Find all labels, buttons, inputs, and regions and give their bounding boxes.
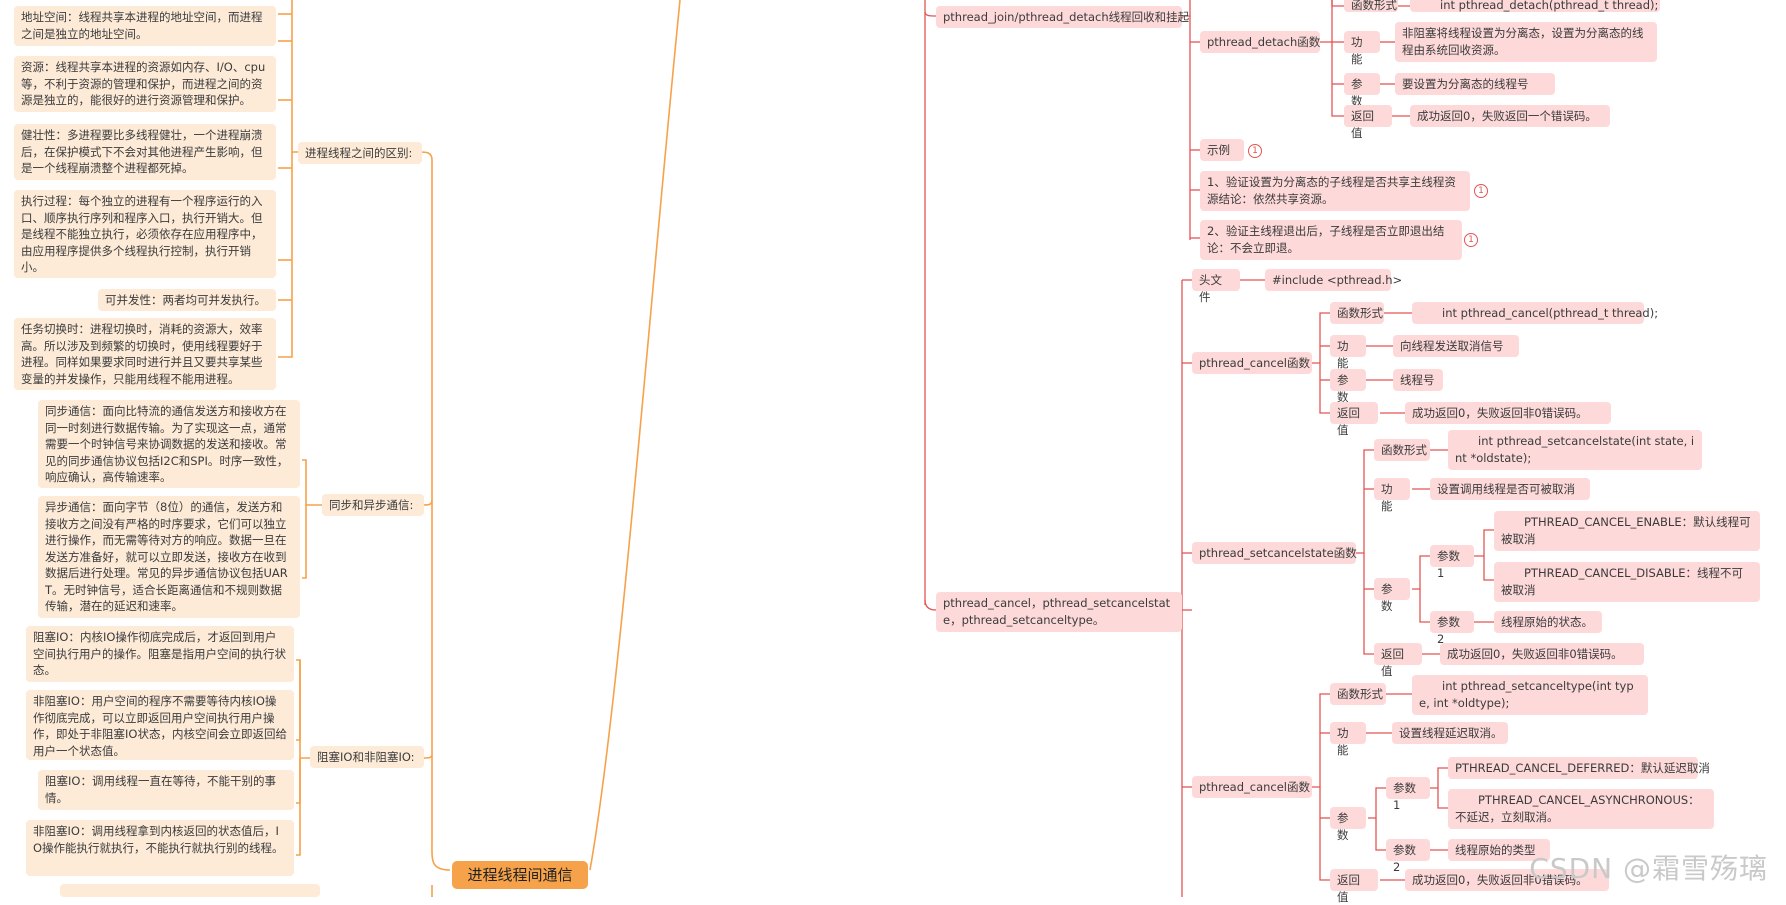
- sync-item-sync[interactable]: 同步通信：面向比特流的通信发送方和接收方在同一时刻进行数据传输。为了实现这一点，…: [38, 400, 300, 488]
- detach-form-key[interactable]: 函数形式: [1344, 0, 1398, 12]
- detach-form-val[interactable]: int pthread_detach(pthread_t thread);: [1410, 0, 1660, 12]
- cancel-branch-label[interactable]: pthread_cancel，pthread_setcancelstate，pt…: [936, 592, 1182, 632]
- cancel-func-key[interactable]: 功能: [1330, 335, 1366, 370]
- cancel-ret-key[interactable]: 返回值: [1330, 402, 1378, 437]
- cancel-param-key[interactable]: 参数: [1330, 369, 1366, 404]
- setstate-p1-b[interactable]: PTHREAD_CANCEL_DISABLE：线程不可被取消: [1494, 562, 1760, 602]
- cancel-func-val[interactable]: 向线程发送取消信号: [1393, 335, 1519, 357]
- diff-item-switch[interactable]: 任务切换时：进程切换时，消耗的资源大，效率高。所以涉及到频繁的切换时，使用线程要…: [14, 318, 276, 390]
- setstate-func-val[interactable]: 设置调用线程是否可被取消: [1430, 478, 1590, 500]
- setstate-p2-val[interactable]: 线程原始的状态。: [1494, 611, 1602, 633]
- cancel-param-val[interactable]: 线程号: [1393, 369, 1443, 391]
- diff-item-concurrency[interactable]: 可并发性：两者均可并发执行。: [98, 289, 276, 311]
- setstate-func-node[interactable]: pthread_setcancelstate函数: [1192, 542, 1357, 564]
- example-2-badge-icon[interactable]: 1: [1464, 233, 1478, 247]
- diff-item-address[interactable]: 地址空间：线程共享本进程的地址空间，而进程之间是独立的地址空间。: [14, 6, 276, 46]
- csdn-watermark: CSDN @霜雪殇璃: [1529, 852, 1768, 885]
- example-1-node[interactable]: 1、验证设置为分离态的子线程是否共享主线程资源结论：依然共享资源。: [1200, 171, 1470, 211]
- join-branch-label[interactable]: pthread_join/pthread_detach线程回收和挂起: [936, 6, 1189, 28]
- setstate-ret-key[interactable]: 返回值: [1374, 643, 1422, 678]
- cancel-form-key[interactable]: 函数形式: [1330, 302, 1384, 324]
- setstate-p1-a[interactable]: PTHREAD_CANCEL_ENABLE：默认线程可被取消: [1494, 511, 1760, 551]
- settype-func-key[interactable]: 功能: [1330, 722, 1366, 757]
- setstate-func-key[interactable]: 功能: [1374, 478, 1410, 513]
- setstate-param-key[interactable]: 参数: [1374, 578, 1410, 613]
- setstate-form-val[interactable]: int pthread_setcancelstate(int state, in…: [1448, 430, 1702, 470]
- block-item-blocking-wait[interactable]: 阻塞IO：调用线程一直在等待，不能干别的事情。: [38, 770, 294, 810]
- diff-item-resource[interactable]: 资源：线程共享本进程的资源如内存、I/O、cpu等，不利于资源的管理和保护，而进…: [14, 56, 276, 112]
- block-item-nonblocking-status[interactable]: 非阻塞IO：调用线程拿到内核返回的状态值后，IO操作能执行就执行，不能执行就执行…: [26, 820, 294, 876]
- detach-ret-val[interactable]: 成功返回0，失败返回一个错误码。: [1410, 105, 1610, 127]
- sync-branch-label[interactable]: 同步和异步通信:: [322, 494, 424, 516]
- cancel-func-node[interactable]: pthread_cancel函数: [1192, 352, 1312, 374]
- setstate-ret-val[interactable]: 成功返回0，失败返回非0错误码。: [1440, 643, 1644, 665]
- cancel-ret-val[interactable]: 成功返回0，失败返回非0错误码。: [1405, 402, 1611, 424]
- settype-p2-key[interactable]: 参数2: [1386, 839, 1430, 874]
- settype-ret-key[interactable]: 返回值: [1330, 869, 1378, 904]
- header-key[interactable]: 头文件: [1192, 269, 1240, 304]
- setstate-form-key[interactable]: 函数形式: [1374, 439, 1430, 461]
- settype-func-node[interactable]: pthread_cancel函数: [1192, 776, 1312, 798]
- diff-branch-label[interactable]: 进程线程之间的区别:: [298, 142, 422, 164]
- left-bottom-cut-node: [60, 884, 320, 897]
- detach-param-key[interactable]: 参数: [1344, 73, 1380, 108]
- settype-ret-val[interactable]: 成功返回0，失败返回非0错误码。: [1405, 869, 1609, 891]
- settype-form-key[interactable]: 函数形式: [1330, 683, 1386, 705]
- settype-p1-b[interactable]: PTHREAD_CANCEL_ASYNCHRONOUS：不延迟，立刻取消。: [1448, 789, 1714, 829]
- settype-p1-key[interactable]: 参数1: [1386, 777, 1430, 812]
- setstate-p1-key[interactable]: 参数1: [1430, 545, 1474, 580]
- diff-item-exec[interactable]: 执行过程：每个独立的进程有一个程序运行的入口、顺序执行序列和程序入口，执行开销大…: [14, 190, 276, 278]
- detach-func-val[interactable]: 非阻塞将线程设置为分离态，设置为分离态的线程由系统回收资源。: [1395, 22, 1657, 62]
- example-node[interactable]: 示例: [1200, 139, 1244, 161]
- detach-func-key[interactable]: 功能: [1344, 31, 1380, 66]
- detach-func-node[interactable]: pthread_detach函数: [1200, 31, 1320, 53]
- block-item-nonblocking[interactable]: 非阻塞IO：用户空间的程序不需要等待内核IO操作彻底完成，可以立即返回用户空间执…: [26, 690, 294, 760]
- example-2-node[interactable]: 2、验证主线程退出后，子线程是否立即退出结论：不会立即退。: [1200, 220, 1462, 260]
- cancel-form-val[interactable]: int pthread_cancel(pthread_t thread);: [1412, 302, 1658, 324]
- block-item-blocking[interactable]: 阻塞IO：内核IO操作彻底完成后，才返回到用户空间执行用户的操作。阻塞是指用户空…: [26, 626, 294, 682]
- hub-node[interactable]: 进程线程间通信: [452, 861, 588, 889]
- diff-item-robust[interactable]: 健壮性：多进程要比多线程健壮，一个进程崩溃后，在保护模式下不会对其他进程产生影响…: [14, 124, 276, 180]
- header-val[interactable]: #include <pthread.h>: [1265, 269, 1402, 291]
- settype-func-val[interactable]: 设置线程延迟取消。: [1392, 722, 1508, 744]
- detach-ret-key[interactable]: 返回值: [1344, 105, 1392, 140]
- detach-param-val[interactable]: 要设置为分离态的线程号: [1395, 73, 1555, 95]
- block-branch-label[interactable]: 阻塞IO和非阻塞IO:: [310, 746, 424, 768]
- settype-form-val[interactable]: int pthread_setcanceltype(int type, int …: [1412, 675, 1648, 715]
- settype-param-key[interactable]: 参数: [1330, 807, 1366, 842]
- settype-p2-val[interactable]: 线程原始的类型: [1448, 839, 1550, 861]
- sync-item-async[interactable]: 异步通信：面向字节（8位）的通信，发送方和接收方之间没有严格的时序要求，它们可以…: [38, 496, 300, 618]
- setstate-p2-key[interactable]: 参数2: [1430, 611, 1474, 646]
- example-1-badge-icon[interactable]: 1: [1474, 184, 1488, 198]
- settype-p1-a[interactable]: PTHREAD_CANCEL_DEFERRED：默认延迟取消: [1448, 757, 1710, 779]
- example-badge-icon[interactable]: 1: [1248, 144, 1262, 158]
